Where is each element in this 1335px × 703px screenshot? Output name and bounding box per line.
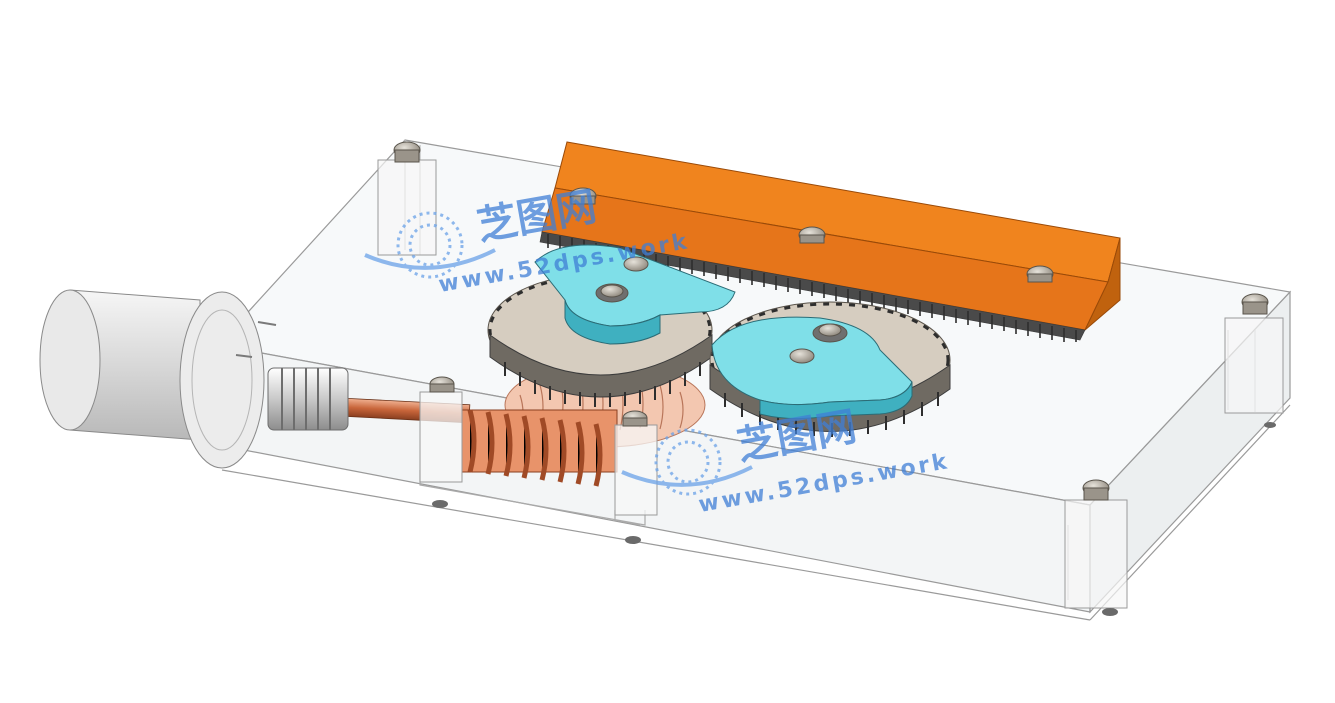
bolt-icon — [595, 256, 649, 303]
rack-bolts — [569, 187, 1054, 283]
flexible-coupling — [267, 367, 349, 431]
worm-screw — [461, 409, 618, 487]
corner-posts — [377, 159, 1284, 609]
post-back-right — [1224, 317, 1284, 414]
bolt-icon — [1241, 293, 1269, 315]
motor-flange — [179, 291, 265, 469]
bolt-icon — [1026, 265, 1054, 283]
bolt-icon — [789, 323, 848, 364]
post-back-left — [377, 159, 437, 256]
post-front-right — [1064, 499, 1128, 609]
globe-dots-icon — [364, 211, 496, 279]
bolt-icon — [393, 141, 421, 163]
bearing-block-right — [614, 424, 658, 516]
motor-mount-screws — [235, 321, 277, 358]
left-cam-side — [564, 299, 661, 345]
housing-feet — [432, 422, 1276, 616]
rack-end-face — [1084, 237, 1121, 331]
orange-rack — [539, 141, 1121, 342]
motor-end-cap — [39, 289, 101, 431]
bearing-block-left — [419, 391, 463, 483]
drive-motor — [39, 289, 277, 469]
bolt-icon — [569, 187, 597, 205]
housing-bolts — [393, 141, 1269, 501]
left-cam-plate — [534, 244, 736, 345]
right-cam-plate — [711, 316, 913, 420]
bolt-icon — [1082, 479, 1110, 501]
globe-dots-icon — [621, 428, 753, 496]
bolt-icon — [798, 226, 826, 244]
bolt-icon — [429, 376, 648, 427]
